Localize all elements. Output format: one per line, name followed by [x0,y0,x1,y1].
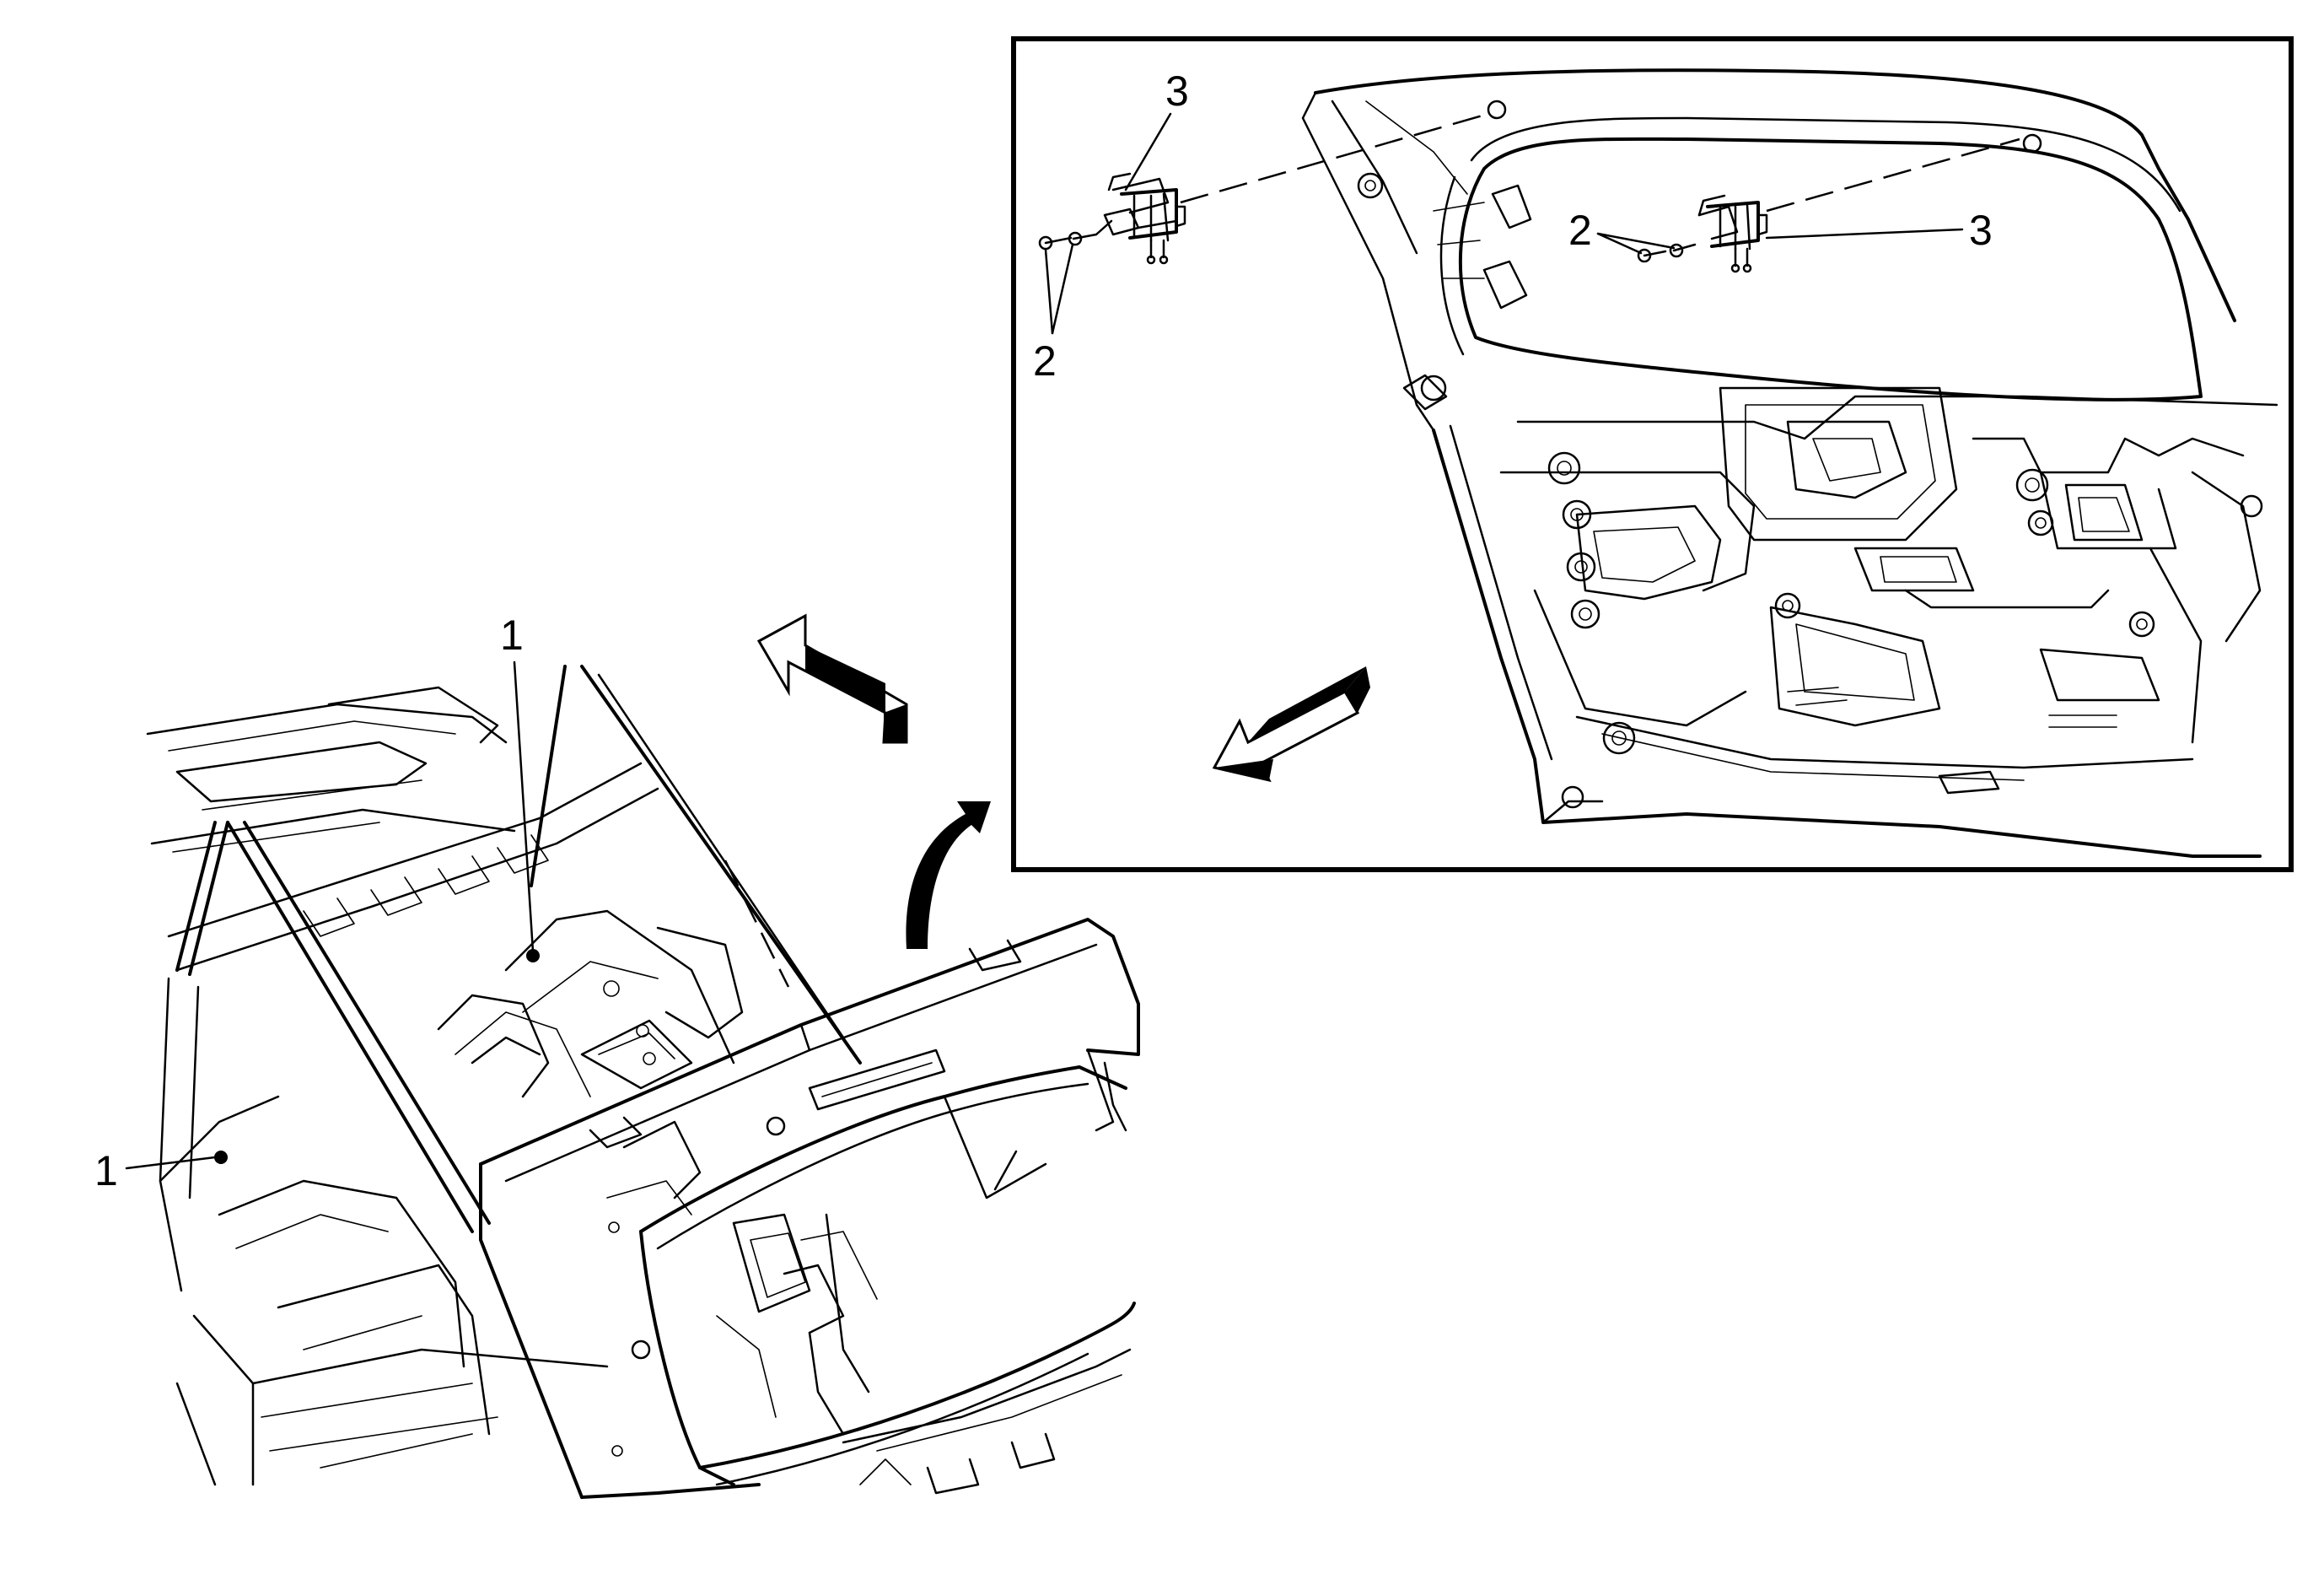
view-direction-arrow-icon [756,613,908,744]
callout-label: 3 [1969,207,1993,254]
callout-2-right: 2 [1568,207,1676,255]
liftgate-hinge-right [1637,194,1768,273]
inset-frame [1011,36,2294,872]
callout-1-top: 1 [500,612,535,953]
callout-label: 2 [1568,207,1592,254]
callout-label: 1 [94,1147,118,1194]
callout-label: 2 [1033,337,1057,385]
callout-2-left: 2 [1033,243,1074,385]
hinge-alignment-line-right [1766,137,2020,213]
bolt-icon [526,949,540,962]
liftgate-hinge-left [1038,172,1186,265]
callout-label: 3 [1165,67,1189,115]
callout-1-left: 1 [94,1147,217,1194]
callout-label: 1 [500,612,524,659]
callout-3-left: 3 [1124,67,1189,191]
callout-3-right: 3 [1765,207,1993,254]
liftgate-inner-panel [1301,68,2278,858]
vehicle-rear-main-view [146,665,1140,1499]
curved-zoom-arrow-icon [906,801,991,949]
detail-inset: 3 2 2 3 [1011,36,2294,872]
bolt-icon [214,1151,228,1164]
hinge-alignment-line-left [1180,112,1489,204]
view-direction-arrow-icon [1212,666,1370,783]
